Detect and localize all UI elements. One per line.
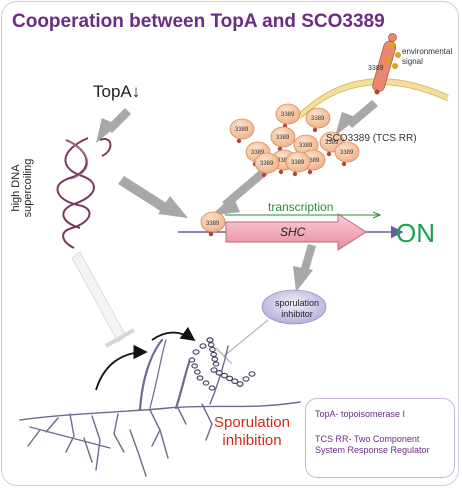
blob-label: 3389	[306, 158, 320, 164]
spore-chain	[188, 337, 256, 391]
spore	[208, 385, 216, 391]
blob-label: 3389	[277, 158, 291, 164]
blob-label: 3389	[276, 135, 290, 141]
supercoiled-dna-icon	[56, 137, 112, 249]
arrow-dna-to-promoter	[118, 176, 188, 218]
svg-text:3389: 3389	[206, 221, 220, 227]
spore	[206, 337, 214, 343]
spore	[242, 376, 250, 382]
spore	[215, 369, 223, 376]
sco3389-blob: 3389	[275, 103, 301, 129]
spore	[226, 375, 234, 382]
spore	[188, 357, 196, 363]
high-dna-supercoiling-label: high DNA supercoiling	[10, 158, 34, 218]
development-arrow-2	[151, 326, 196, 342]
membrane-protein-label: 3389	[368, 65, 384, 72]
development-arrow-1	[95, 344, 148, 391]
legend-topa: TopA- topoisomerase I	[315, 409, 406, 419]
arrow-gene-to-inhibitor	[293, 244, 316, 292]
sco3389-blob: 3389	[334, 141, 360, 167]
bound-regulator-blob: 3389	[200, 211, 226, 237]
spore	[248, 371, 256, 377]
blob-label: 3389	[260, 161, 274, 167]
inhibition-inhibitor-to-hyphae	[215, 319, 269, 365]
sco3389-blob: 3389	[254, 152, 280, 178]
blob-label: 3389	[291, 160, 305, 166]
spore	[212, 361, 220, 367]
hyphae-mycelium-illustration	[19, 338, 301, 477]
blob-label: 3389	[251, 150, 265, 156]
transcription-label: transcription	[268, 200, 334, 214]
inhibition-dna-to-sporulation	[71, 251, 135, 348]
spore	[207, 342, 215, 348]
on-state-label: ON	[396, 218, 435, 248]
spore	[211, 356, 219, 362]
spore	[202, 380, 210, 386]
spore	[210, 351, 217, 358]
spore	[231, 378, 239, 385]
sco3389-blob: 3389	[229, 118, 255, 144]
blob-label: 3389	[325, 140, 339, 146]
signal-dot	[385, 57, 391, 63]
spore	[196, 375, 204, 381]
spore	[199, 343, 207, 349]
spore	[192, 349, 200, 355]
topa-down-label: TopA↓	[93, 82, 141, 101]
sporulation-inhibitor-label: sporulation inhibitor	[274, 298, 320, 319]
spore	[210, 367, 218, 373]
spore	[191, 363, 199, 369]
shc-gene-label: SHC	[280, 225, 306, 239]
signal-dot	[395, 52, 401, 58]
sco3389-blob: 3389	[305, 107, 331, 133]
legend-box	[305, 398, 455, 478]
membrane-sensor-protein	[372, 33, 397, 92]
sco3389-blob: 3389	[285, 151, 311, 177]
sco3389-blob: 3389	[270, 126, 296, 152]
blob-label: 3389	[281, 112, 295, 118]
spore	[220, 372, 228, 379]
signal-dot	[389, 42, 395, 48]
sco3389-label: SCO3389 (TCS RR)	[326, 133, 417, 144]
environmental-signal-label: environmental signal	[402, 47, 453, 66]
spore	[236, 381, 244, 387]
shc-gene-arrow	[225, 213, 367, 251]
signal-dot	[392, 63, 398, 69]
sporulation-inhibitor-oval	[261, 289, 327, 325]
sporulation-inhibition-label: Sporulation inhibition	[214, 414, 290, 449]
spore	[193, 369, 201, 375]
blob-label: 3389	[340, 150, 354, 156]
spore	[209, 346, 216, 353]
arrow-regulator-to-promoter	[210, 168, 268, 216]
arrow-membrane-to-regulator	[335, 100, 378, 136]
blob-label: 3389	[311, 116, 325, 122]
figure-title: Cooperation between TopA and SCO3389	[12, 11, 385, 32]
arrow-topa-to-dna	[96, 108, 131, 143]
blob-label: 3389	[235, 127, 249, 133]
blob-label: 3389	[299, 143, 313, 149]
legend-tcs-rr: TCS RR- Two Component System Response Re…	[315, 434, 430, 455]
cell-membrane	[297, 78, 450, 119]
